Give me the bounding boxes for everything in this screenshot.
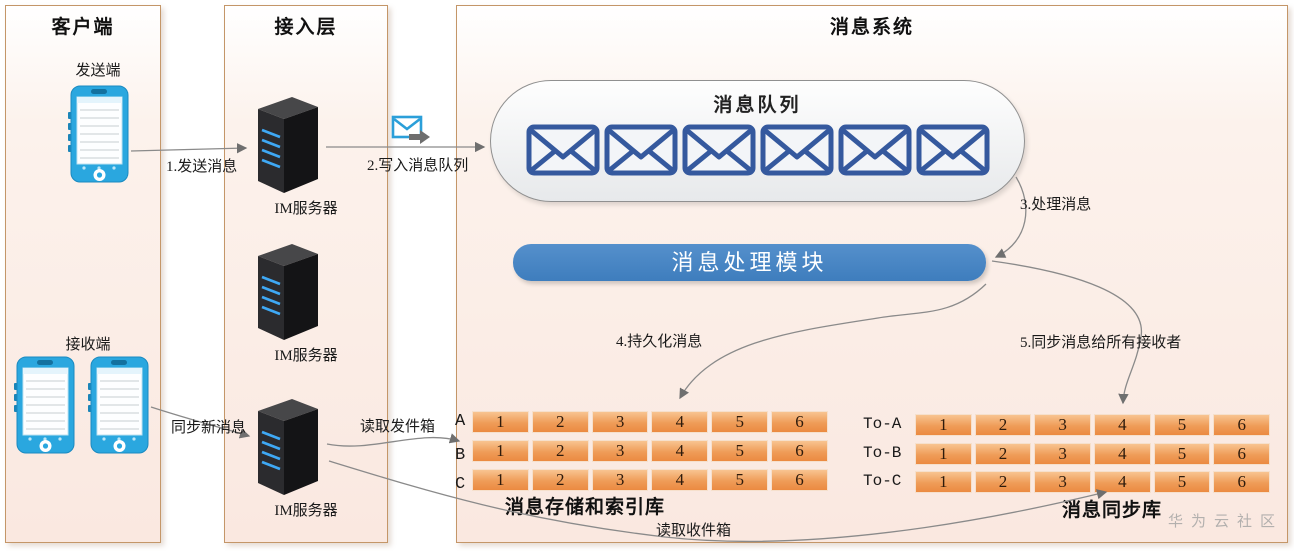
storage-cell: 3 bbox=[591, 440, 649, 462]
receiver-phone-icon-1 bbox=[14, 355, 76, 455]
flow-label-step1: 1.发送消息 bbox=[166, 159, 238, 175]
flow-label-step4: 4.持久化消息 bbox=[616, 334, 703, 350]
flow-label-step5: 5.同步消息给所有接收者 bbox=[1020, 335, 1182, 351]
im-server-icon-1 bbox=[252, 95, 324, 195]
storage-row-b-label: B bbox=[455, 446, 466, 465]
storage-cell: 5 bbox=[711, 440, 769, 462]
sync-cell: 3 bbox=[1034, 443, 1092, 465]
receiver-phone-icon-2 bbox=[88, 355, 150, 455]
envelope-icon bbox=[682, 124, 755, 176]
storage-cell: 2 bbox=[531, 411, 589, 433]
envelope-icon bbox=[760, 124, 833, 176]
storage-cell: 1 bbox=[472, 440, 529, 462]
sender-phone-icon bbox=[68, 84, 130, 184]
storage-cell: 3 bbox=[591, 411, 649, 433]
envelope-icon bbox=[838, 124, 911, 176]
sync-cell: 4 bbox=[1094, 443, 1151, 465]
access-layer-panel-title: 接入层 bbox=[274, 17, 338, 38]
sync-cell: 1 bbox=[915, 443, 972, 465]
storage-cell: 1 bbox=[472, 469, 529, 491]
storage-row-c: C 1 2 3 4 5 6 bbox=[455, 469, 828, 494]
storage-caption: 消息存储和索引库 bbox=[505, 497, 666, 518]
sync-row-to-c: To-C 1 2 3 4 5 6 bbox=[863, 471, 1271, 493]
sync-cell: 2 bbox=[974, 471, 1032, 493]
envelope-icon bbox=[526, 124, 599, 176]
storage-cell: 6 bbox=[771, 411, 828, 433]
storage-cell: 5 bbox=[711, 469, 769, 491]
storage-cell: 2 bbox=[531, 469, 589, 491]
sync-cell: 1 bbox=[915, 414, 972, 436]
message-queue-envelopes bbox=[491, 124, 1024, 176]
sync-row-to-b-label: To-B bbox=[863, 444, 902, 462]
storage-row-a: A 1 2 3 4 5 6 bbox=[455, 411, 828, 433]
sender-label: 发送端 bbox=[75, 63, 121, 79]
sync-row-to-a-label: To-A bbox=[863, 415, 902, 433]
storage-row-b: B 1 2 3 4 5 6 bbox=[455, 440, 828, 465]
sync-cell: 6 bbox=[1213, 414, 1271, 436]
sync-cell: 4 bbox=[1094, 414, 1151, 436]
message-queue-container: 消息队列 bbox=[490, 80, 1025, 202]
message-system-panel-title: 消息系统 bbox=[829, 17, 914, 38]
flow-label-step2: 2.写入消息队列 bbox=[367, 158, 469, 174]
receiver-label: 接收端 bbox=[65, 337, 111, 353]
storage-cell: 4 bbox=[651, 469, 709, 491]
message-queue-title: 消息队列 bbox=[713, 95, 802, 116]
sync-row-to-c-label: To-C bbox=[863, 472, 902, 490]
sync-cell: 3 bbox=[1034, 414, 1092, 436]
storage-cell: 6 bbox=[771, 469, 828, 491]
send-message-icon bbox=[391, 115, 433, 145]
storage-cell: 6 bbox=[771, 440, 828, 462]
sync-cell: 5 bbox=[1153, 471, 1211, 493]
sync-cell: 2 bbox=[974, 443, 1032, 465]
message-processor-module: 消息处理模块 bbox=[513, 244, 986, 281]
huawei-cloud-watermark: 华为云社区 bbox=[1168, 514, 1284, 530]
sync-row-to-b: To-B 1 2 3 4 5 6 bbox=[863, 443, 1271, 465]
sync-cell: 6 bbox=[1213, 471, 1271, 493]
flow-label-read-inbox: 读取收件箱 bbox=[656, 523, 732, 539]
im-server-label-3: IM服务器 bbox=[274, 503, 338, 519]
storage-cell: 5 bbox=[711, 411, 769, 433]
storage-cell: 1 bbox=[472, 411, 529, 433]
sync-caption: 消息同步库 bbox=[1062, 500, 1163, 521]
storage-row-c-label: C bbox=[455, 475, 466, 494]
sync-cell: 1 bbox=[915, 471, 972, 493]
envelope-icon bbox=[916, 124, 989, 176]
sync-row-to-a: To-A 1 2 3 4 5 6 bbox=[863, 414, 1271, 436]
sync-cell: 4 bbox=[1094, 471, 1151, 493]
client-panel-title: 客户端 bbox=[51, 17, 115, 38]
storage-cell: 2 bbox=[531, 440, 589, 462]
sync-cell: 3 bbox=[1034, 471, 1092, 493]
sync-cell: 6 bbox=[1213, 443, 1271, 465]
flow-label-step3: 3.处理消息 bbox=[1020, 197, 1092, 213]
storage-cell: 4 bbox=[651, 411, 709, 433]
im-server-label-2: IM服务器 bbox=[274, 348, 338, 364]
sync-cell: 5 bbox=[1153, 443, 1211, 465]
sync-cell: 2 bbox=[974, 414, 1032, 436]
im-server-icon-2 bbox=[252, 242, 324, 342]
storage-cell: 3 bbox=[591, 469, 649, 491]
im-server-icon-3 bbox=[252, 397, 324, 497]
storage-row-a-label: A bbox=[455, 412, 466, 431]
envelope-icon bbox=[604, 124, 677, 176]
flow-label-read-outbox: 读取发件箱 bbox=[360, 419, 436, 435]
im-server-label-1: IM服务器 bbox=[274, 201, 338, 217]
sync-cell: 5 bbox=[1153, 414, 1211, 436]
storage-cell: 4 bbox=[651, 440, 709, 462]
flow-label-sync-new: 同步新消息 bbox=[171, 420, 247, 436]
